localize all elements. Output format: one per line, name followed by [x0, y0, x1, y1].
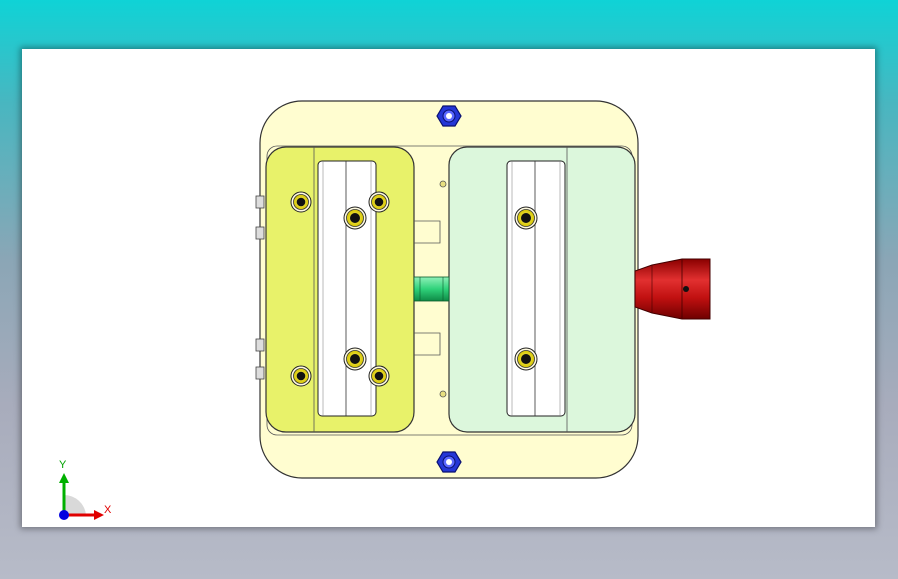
bottom-nut [436, 451, 462, 473]
left-jaw-insert [317, 160, 377, 417]
right-jaw-insert [506, 160, 566, 417]
vise-assembly-drawing [59, 100, 711, 520]
guide-tabs [414, 180, 447, 398]
graphics-viewport[interactable]: Y X [22, 49, 875, 527]
triad-y-label: Y [59, 459, 67, 471]
triad-x-label: X [104, 504, 112, 516]
lead-screw-shaft [413, 276, 450, 302]
top-nut [436, 105, 462, 127]
handle-knob [634, 258, 711, 320]
coordinate-triad [59, 473, 104, 520]
left-side-bolts [255, 195, 265, 380]
